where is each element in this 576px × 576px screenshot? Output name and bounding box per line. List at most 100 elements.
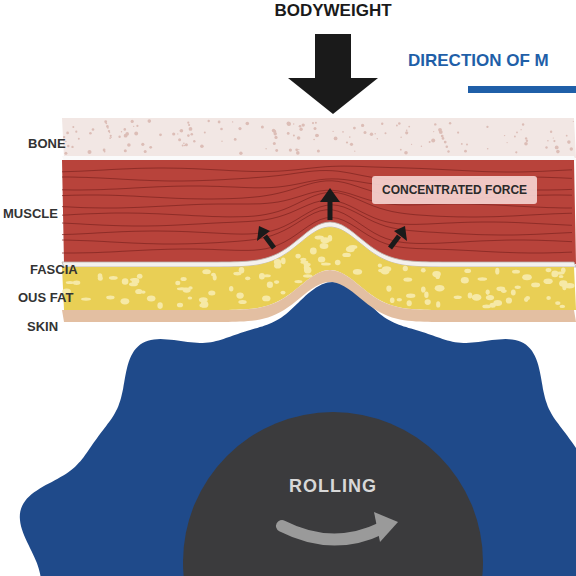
bone-speck <box>66 132 69 135</box>
fat-layer <box>62 227 576 310</box>
bone-speck <box>553 140 555 142</box>
bone-speck <box>273 142 276 145</box>
bone-speck <box>200 145 204 149</box>
bone-speck <box>377 138 378 139</box>
fat-globule <box>403 266 408 271</box>
bone-speck <box>218 121 221 124</box>
bone-speck <box>293 135 295 137</box>
bone-speck <box>439 130 443 134</box>
bone-speck <box>106 125 109 128</box>
bone-speck <box>353 127 356 130</box>
bone-speck <box>381 123 383 125</box>
fat-globule <box>511 290 516 296</box>
bodyweight-arrow <box>288 34 378 114</box>
bone-speck <box>299 125 302 128</box>
bone-speck <box>312 122 314 124</box>
fat-globule <box>320 243 329 249</box>
bone-speck <box>89 132 92 135</box>
bone-speck <box>182 144 184 146</box>
bone-speck <box>105 122 107 124</box>
bone-speck <box>444 141 447 144</box>
bone-speck <box>78 138 80 140</box>
bone-speck <box>180 130 182 132</box>
muscle-fiber <box>62 200 572 226</box>
fat-globule <box>66 281 74 284</box>
fat-globule <box>432 271 441 277</box>
bone-speck <box>316 134 319 137</box>
bone-speck <box>398 122 401 125</box>
fat-globule <box>381 269 390 275</box>
bone-speck <box>141 143 144 146</box>
fat-globule <box>544 278 553 284</box>
bone-layer <box>62 118 576 158</box>
fat-globule <box>495 268 499 275</box>
fat-globule <box>229 286 233 291</box>
bone-speck <box>547 140 549 142</box>
bone-speck <box>568 142 570 144</box>
bone-speck <box>289 149 292 152</box>
fat-globule <box>129 282 138 286</box>
fat-globule <box>546 268 552 272</box>
fat-globule <box>464 269 471 273</box>
fat-globule <box>181 277 187 281</box>
bone-speck <box>299 128 302 131</box>
fat-globule <box>98 276 103 281</box>
fat-globule <box>147 296 156 302</box>
bone-speck <box>75 131 77 133</box>
roller-label: ROLLING <box>284 474 382 499</box>
bone-speck <box>375 133 376 134</box>
fat-globule <box>303 274 312 277</box>
bone-speck <box>107 127 109 129</box>
rolling-arrow <box>282 526 382 540</box>
bone-speck <box>342 131 344 133</box>
fat-globule <box>106 296 114 300</box>
bone-speck <box>522 123 524 125</box>
bone-speck <box>487 126 488 127</box>
fat-globule <box>515 286 521 289</box>
bone-speck <box>573 121 574 122</box>
bone-speck <box>315 122 317 124</box>
bone-speck <box>295 148 298 151</box>
bone-speck <box>296 151 300 155</box>
bone-speck <box>67 145 69 147</box>
bone-speck <box>447 150 449 152</box>
bone-speck <box>434 123 436 125</box>
bone-speck <box>220 128 223 131</box>
fat-globule <box>321 262 331 265</box>
fat-globule <box>397 298 402 302</box>
bone-speck <box>92 128 95 131</box>
bone-speck <box>396 125 398 127</box>
bone-speck <box>172 132 175 135</box>
fat-globule <box>562 284 566 290</box>
fat-globule <box>208 290 215 295</box>
fat-globule <box>267 282 273 288</box>
text-label: BODYWEIGHT <box>274 1 391 21</box>
fat-globule <box>281 291 286 295</box>
bone-speck <box>191 133 194 136</box>
bone-speck <box>406 130 408 132</box>
bone-speck <box>433 131 434 132</box>
node-text: ROLLING <box>289 476 377 497</box>
fat-globule <box>531 283 540 288</box>
bone-speck <box>144 150 147 153</box>
fat-globule <box>122 278 129 285</box>
bone-speck <box>187 122 189 124</box>
fat-globule <box>274 259 281 265</box>
fat-globule <box>81 297 91 300</box>
bone-speck <box>570 147 573 150</box>
fat-globule <box>406 294 415 298</box>
bone-speck <box>234 138 237 141</box>
bone-speck <box>131 120 134 123</box>
bone-speck <box>333 131 334 132</box>
bone-speck <box>446 146 449 149</box>
fat-globule <box>315 236 324 240</box>
fat-globule <box>493 300 502 306</box>
fat-globule <box>390 298 395 304</box>
bone-speck <box>545 146 547 148</box>
bone-speck <box>516 132 518 134</box>
bone-speck <box>411 144 412 145</box>
bone-speck <box>302 123 305 126</box>
fat-globule <box>245 277 250 281</box>
bone-speck <box>550 131 552 133</box>
bone-speck <box>204 132 206 134</box>
